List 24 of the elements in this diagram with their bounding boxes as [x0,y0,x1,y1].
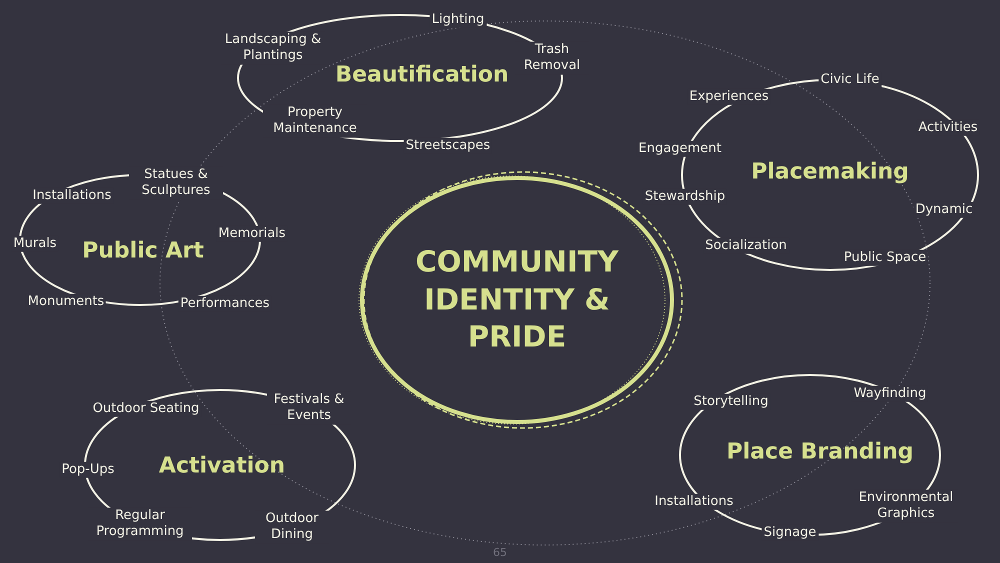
topic-item: Engagement [636,140,724,158]
topic-title: Activation [158,454,286,478]
topic-item: Stewardship [642,188,728,206]
topic-title: Placemaking [751,160,909,184]
topic-item: Dynamic [913,202,975,218]
topic-title: Public Art [82,238,204,264]
topic-item: Pop-Ups [60,462,116,478]
topic-title: Place Branding [726,440,914,464]
topic-item: Civic Life [818,72,882,88]
topic-item: Socialization [703,238,789,254]
central-theme: COMMUNITY IDENTITY & PRIDE [415,243,619,356]
topic-item: Wayfinding [852,386,928,402]
topic-item: Lighting [430,12,486,28]
topic-item: Signage [762,524,818,542]
topic-item: Outdoor Seating [90,400,202,418]
topic-item: Installations [30,188,114,204]
topic-title: Beautification [335,62,509,88]
topic-item: Activities [916,120,980,136]
topic-item: Statues & Sculptures [129,166,223,200]
topic-item: Storytelling [692,394,770,410]
topic-item: Streetscapes [404,138,492,154]
topic-item: Outdoor Dining [255,510,329,544]
page-number: 65 [493,546,507,559]
topic-item: Installations [652,494,736,510]
